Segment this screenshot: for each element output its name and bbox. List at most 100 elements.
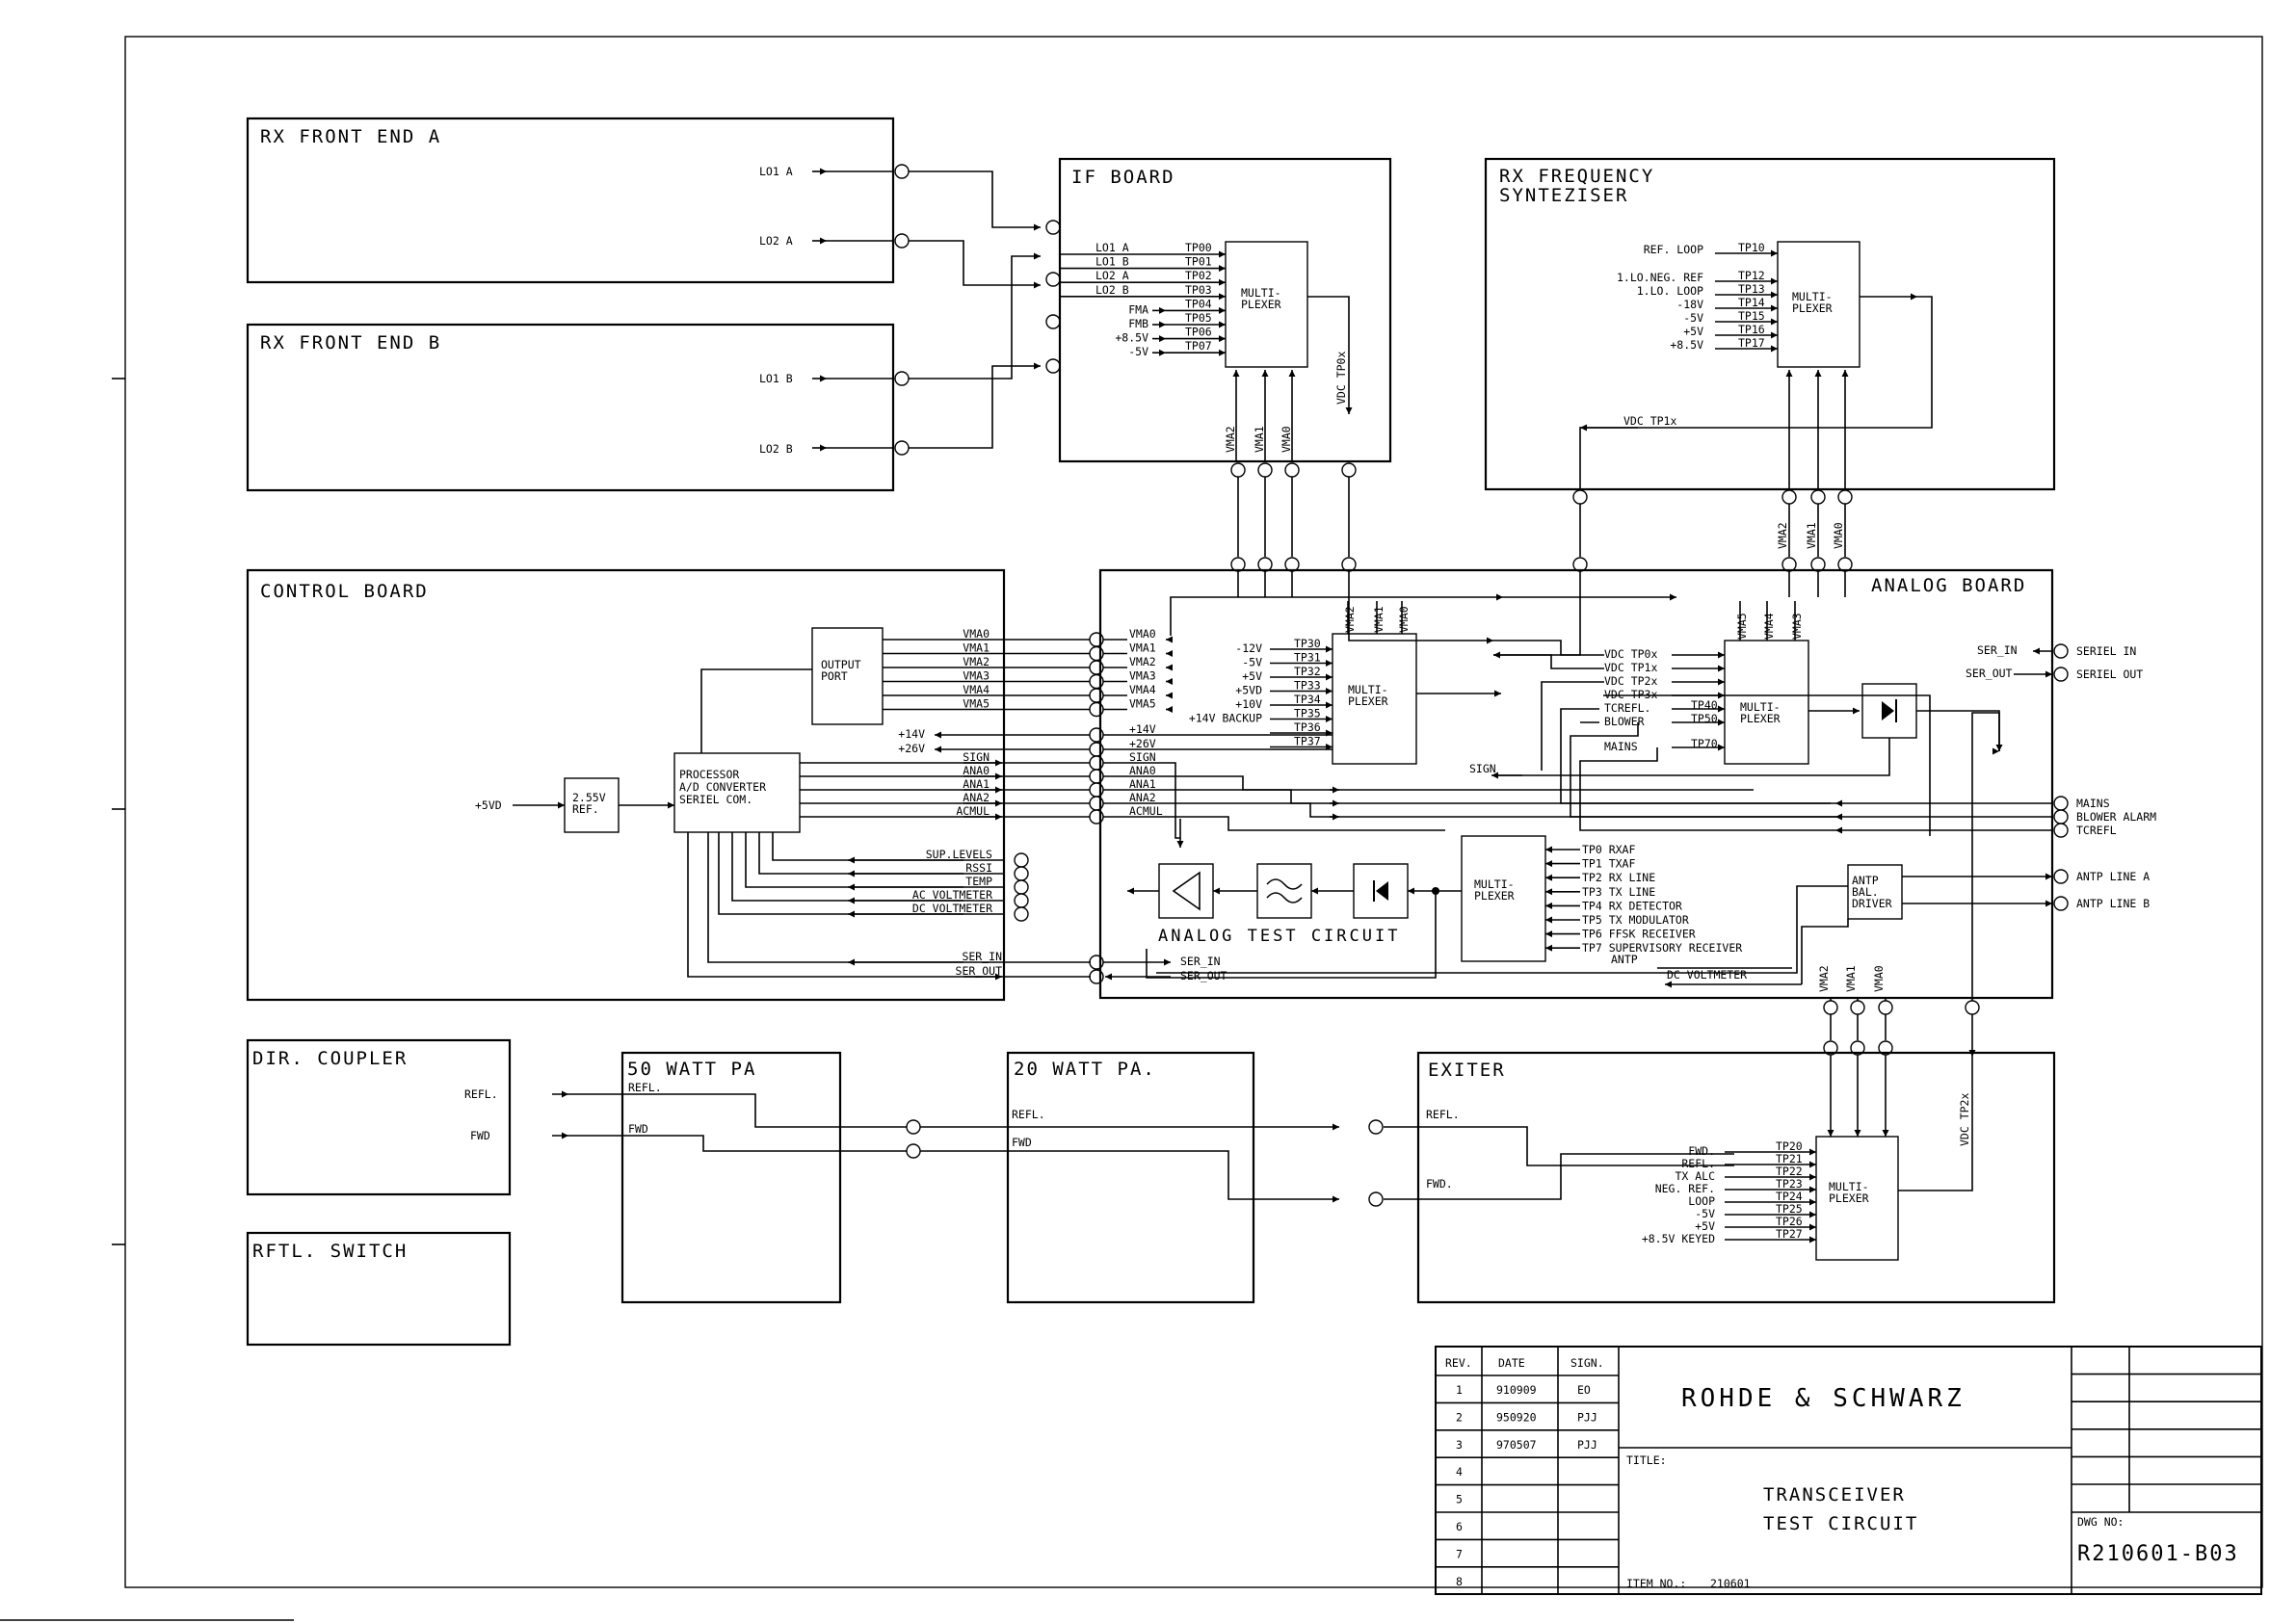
svg-text:PLEXER: PLEXER xyxy=(1241,298,1281,311)
svg-text:FWD: FWD xyxy=(628,1122,648,1136)
signal-label: LOOP xyxy=(1688,1194,1715,1208)
signal-label: ANA0 xyxy=(963,764,990,777)
mux-label: MULTI- xyxy=(1241,286,1281,300)
svg-text:+5VD: +5VD xyxy=(475,798,502,812)
svg-text:EXITER: EXITER xyxy=(1428,1060,1506,1081)
pa20-block: 20 WATT PA. REFL. FWD xyxy=(1006,1051,1384,1304)
signal-label: -18V xyxy=(1676,298,1703,311)
testpoint-label: TP6 FFSK RECEIVER xyxy=(1582,928,1696,941)
signal-label: VDC TP2x xyxy=(1604,674,1657,688)
signal-label: SUP.LEVELS xyxy=(926,848,992,861)
svg-text:REFL.: REFL. xyxy=(628,1081,662,1094)
rev-number: 1 xyxy=(1456,1383,1463,1397)
testpoint-label: TP4 RX DETECTOR xyxy=(1582,899,1682,912)
signal-label: +8.5V xyxy=(1670,338,1703,352)
signal-label: TX ALC xyxy=(1675,1169,1715,1183)
vdc-label: VDC TP0x xyxy=(1334,352,1348,405)
svg-text:VMA1: VMA1 xyxy=(1844,965,1858,992)
svg-text:VMA2: VMA2 xyxy=(1343,606,1357,633)
signal-label: +14V BACKUP xyxy=(1189,712,1262,725)
signal-label: LO2 B xyxy=(1095,283,1129,297)
signal-label: -5V xyxy=(1695,1207,1715,1220)
svg-text:MULTI-: MULTI- xyxy=(1348,683,1388,696)
testpoint-label: TP7 SUPERVISORY RECEIVER xyxy=(1582,941,1742,955)
testpoint-label: TP37 xyxy=(1294,735,1321,748)
testpoint-label: TP33 xyxy=(1294,679,1321,693)
terminal xyxy=(1014,879,1029,895)
svg-text:VMA3: VMA3 xyxy=(1790,613,1804,640)
svg-text:REFL.: REFL. xyxy=(1426,1108,1460,1121)
signal-label: +5VD xyxy=(1235,684,1262,697)
signal-label: -12V xyxy=(1235,641,1262,655)
testpoint-label: TP26 xyxy=(1776,1215,1803,1228)
terminal xyxy=(2053,796,2069,811)
signal-label: SER_IN xyxy=(1180,955,1221,968)
signal-label: VDC TP0x xyxy=(1604,647,1657,661)
if-board-title: IF BOARD xyxy=(1071,167,1175,188)
signal-label: +8.5V KEYED xyxy=(1642,1232,1715,1245)
if-analog-interconnect xyxy=(1230,462,1493,644)
svg-text:DC VOLTMETER: DC VOLTMETER xyxy=(1667,968,1747,982)
testpoint-label: TP25 xyxy=(1776,1202,1803,1216)
svg-text:ANTP: ANTP xyxy=(1611,953,1638,966)
signal-label: VMA5 xyxy=(963,697,990,711)
rev-number: 6 xyxy=(1456,1520,1463,1533)
rev-sign: PJJ xyxy=(1577,1438,1597,1452)
svg-text:FWD: FWD xyxy=(1012,1136,1032,1149)
testpoint-label: TP17 xyxy=(1738,336,1765,350)
terminal-label: SERIEL OUT xyxy=(2076,668,2143,681)
terminal xyxy=(2053,809,2069,825)
testpoint-label: TP5 TX MODULATOR xyxy=(1582,913,1689,927)
signal-label: SER_OUT xyxy=(956,964,1003,978)
testpoint-label: TP1 TXAF xyxy=(1582,857,1635,871)
pa50-block: 50 WATT PA REFL. FWD xyxy=(568,1051,1339,1304)
signal-label: VMA1 xyxy=(1129,641,1156,655)
terminal xyxy=(1014,906,1029,922)
port-label: LO2 A xyxy=(759,234,793,248)
svg-text:VMA0: VMA0 xyxy=(1872,965,1886,992)
rev-sign: EO xyxy=(1577,1383,1591,1397)
svg-text:2.55V: 2.55V xyxy=(572,791,606,804)
rx-front-end-a-block: RX FRONT END A LO1 A LO2 A xyxy=(246,117,910,284)
svg-text:50 WATT PA: 50 WATT PA xyxy=(627,1059,756,1080)
svg-text:VMA1: VMA1 xyxy=(1253,426,1266,453)
testpoint-label: TP01 xyxy=(1185,255,1212,269)
svg-text:ANTP: ANTP xyxy=(1852,874,1879,887)
drawing-title-2: TEST CIRCUIT xyxy=(1763,1513,1918,1534)
signal-label: +8.5V xyxy=(1115,331,1148,345)
rev-header: REV. xyxy=(1445,1356,1472,1370)
rev-number: 2 xyxy=(1456,1410,1463,1424)
analog-exiter-interconnect: VMA2 VMA1 VMA0 xyxy=(1817,712,2003,1137)
svg-text:FWD: FWD xyxy=(470,1129,490,1142)
testpoint-label: TP20 xyxy=(1776,1139,1803,1153)
svg-text:MULTI-: MULTI- xyxy=(1474,877,1515,891)
testpoint-label: TP06 xyxy=(1185,326,1212,339)
rftl-switch-block: RFTL. SWITCH xyxy=(246,1231,512,1347)
testpoint-label: TP27 xyxy=(1776,1227,1803,1241)
rev-number: 4 xyxy=(1456,1465,1463,1479)
svg-text:210601: 210601 xyxy=(1710,1577,1751,1590)
testpoint-label: TP31 xyxy=(1294,651,1321,665)
terminal-label: TCREFL xyxy=(2076,824,2117,837)
company-name: ROHDE & SCHWARZ xyxy=(1681,1384,1966,1413)
port-label: LO1 B xyxy=(759,372,793,385)
testpoint-label: TP10 xyxy=(1738,241,1765,254)
testpoint-label: TP04 xyxy=(1185,297,1212,310)
testpoint-label: TP23 xyxy=(1776,1177,1803,1191)
svg-text:VMA0: VMA0 xyxy=(1832,522,1845,549)
analog-board-block: ANALOG BOARD MULTI- PLEXER VMA2 VMA1 VMA… xyxy=(1098,568,2054,1000)
signal-label: ANA1 xyxy=(1129,777,1156,791)
svg-text:MULTI-: MULTI- xyxy=(1829,1180,1869,1193)
terminal-label: MAINS xyxy=(2076,797,2110,810)
analog-board-title: ANALOG BOARD xyxy=(1871,575,2026,596)
svg-text:RFTL. SWITCH: RFTL. SWITCH xyxy=(252,1241,408,1262)
signal-label: VMA5 xyxy=(1129,697,1156,711)
rev-date: 950920 xyxy=(1496,1410,1537,1424)
rx-front-end-a-title: RX FRONT END A xyxy=(260,126,441,147)
signal-label: +5V xyxy=(1683,325,1703,338)
